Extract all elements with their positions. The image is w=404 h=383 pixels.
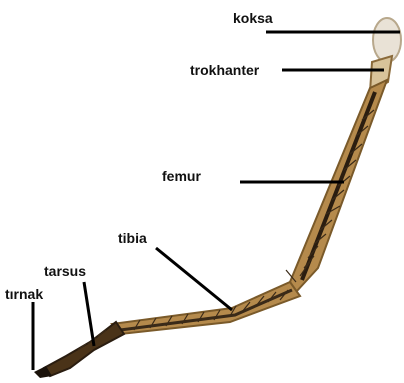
label-tibia: tibia: [118, 230, 147, 246]
label-tarsus: tarsus: [44, 263, 86, 279]
label-femur: femur: [162, 168, 201, 184]
pointer-line-tibia: [156, 248, 232, 310]
label-tirnak: tırnak: [5, 286, 43, 302]
pointer-line-tarsus: [84, 282, 94, 346]
label-koksa: koksa: [233, 10, 273, 26]
coxa-segment: [373, 18, 401, 62]
tarsus-segment: [44, 322, 124, 376]
label-trokhanter: trokhanter: [190, 62, 259, 78]
